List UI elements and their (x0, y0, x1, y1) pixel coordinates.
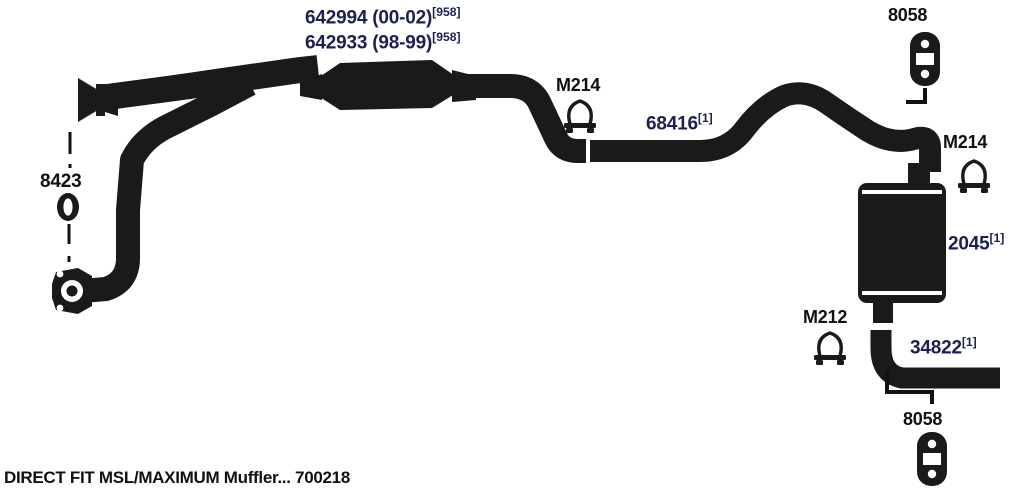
part-number: 642994 (305, 7, 368, 29)
bell-flange-icon (78, 78, 118, 122)
part-years: (00-02) (372, 7, 433, 29)
u-bolt-clamp-icon-muffler-inlet (958, 159, 990, 193)
tailpipe-assembly[interactable] (870, 330, 1000, 389)
hanger-upper-leader (906, 88, 927, 104)
muffler-assembly[interactable] (858, 163, 946, 323)
part-number: 8423 (40, 171, 82, 192)
tailpipe (870, 330, 1000, 389)
muffler-body (858, 183, 946, 303)
hanger-lower-leader (885, 371, 934, 404)
muffler-seam-top (862, 190, 942, 194)
muffler-seam-bottom (862, 291, 942, 295)
part-number: M214 (943, 132, 988, 152)
label-y-pipe-secondary: 642933 (98-99)[958] (305, 31, 461, 53)
label-intermediate-pipe: 68416[1] (646, 112, 713, 134)
hanger-upper-callout[interactable] (906, 32, 940, 104)
label-clamp-mid: M214 (556, 76, 600, 95)
part-number: M212 (803, 307, 848, 327)
two-bolt-flange-icon (52, 268, 92, 314)
label-y-pipe-primary: 642994 (00-02)[958] (305, 6, 461, 28)
part-note: [1] (961, 335, 977, 349)
part-number: 8058 (903, 409, 943, 429)
label-exhaust-gasket: 8423 (40, 171, 82, 192)
part-number: 642933 (305, 32, 368, 54)
label-clamp-muffler-outlet: M212 (803, 308, 847, 327)
part-number: 68416 (646, 113, 698, 135)
rubber-hanger-strap-icon-upper (910, 32, 940, 86)
u-bolt-clamp-icon-mid (564, 99, 596, 133)
hanger-lower-callout[interactable] (885, 371, 947, 486)
muffler-inlet-stub (908, 163, 930, 187)
label-clamp-muffler-inlet: M214 (943, 133, 987, 152)
part-number: M214 (556, 75, 601, 95)
diagram-caption: DIRECT FIT MSL/MAXIMUM Muffler... 700218 (4, 468, 350, 487)
part-note: [1] (989, 231, 1005, 245)
exhaust-gasket-callout[interactable] (57, 132, 79, 262)
resonator-left-neck (300, 74, 322, 100)
y-pipe-assembly[interactable] (52, 55, 590, 314)
label-hanger-upper: 8058 (888, 6, 927, 25)
ring-gasket-icon (57, 193, 79, 221)
y-pipe-lower-branch (81, 73, 256, 303)
y-pipe-outlet-run (468, 74, 590, 163)
intermediate-pipe-assembly[interactable] (590, 82, 941, 172)
muffler-outlet-stub (873, 301, 893, 323)
u-bolt-clamp-icon-muffler-outlet (814, 331, 846, 365)
part-number: 8058 (888, 5, 928, 25)
label-tailpipe: 34822[1] (910, 336, 977, 358)
part-number: 2045 (948, 233, 990, 255)
y-pipe-upper-branch (98, 55, 320, 111)
rubber-hanger-strap-icon-lower (917, 432, 947, 486)
intermediate-pipe (590, 82, 941, 172)
part-note: [958] (432, 5, 461, 19)
part-note: [1] (697, 111, 713, 125)
part-note: [958] (432, 30, 461, 44)
resonator-body (315, 60, 458, 110)
part-number: 34822 (910, 337, 962, 359)
part-years: (98-99) (372, 32, 433, 54)
label-muffler: 2045[1] (948, 232, 1004, 254)
label-hanger-lower: 8058 (903, 410, 942, 429)
